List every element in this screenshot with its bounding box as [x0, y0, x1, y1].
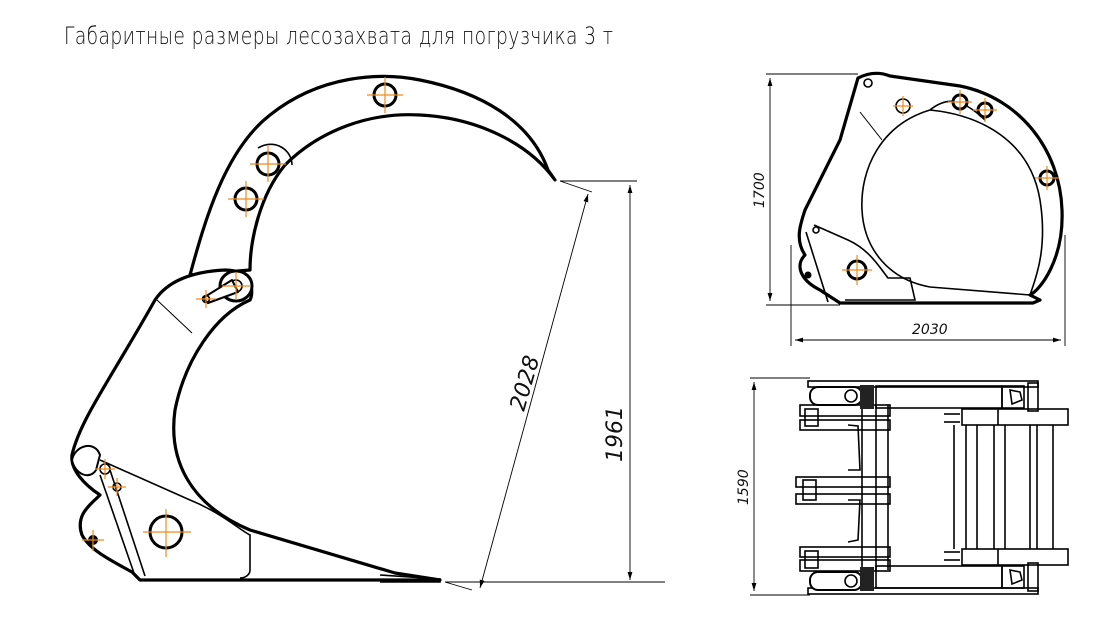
- dim-2028: 2028: [506, 353, 545, 414]
- dim-1961: 1961: [603, 406, 628, 462]
- upper-jaw: [188, 74, 557, 277]
- main-frame: [70, 268, 442, 582]
- top-view: 1590: [736, 377, 1069, 596]
- centerlines: [82, 77, 403, 557]
- main-dimensions: [444, 180, 665, 591]
- drawing-title: Габаритные размеры лесозахвата для погру…: [64, 22, 614, 50]
- dim-2030: 2030: [912, 322, 948, 338]
- main-side-view: 2028 1961: [70, 74, 665, 591]
- dim-1590: 1590: [736, 469, 752, 505]
- small-side-view: 1700 2030: [752, 71, 1066, 346]
- dim-1700: 1700: [752, 172, 768, 208]
